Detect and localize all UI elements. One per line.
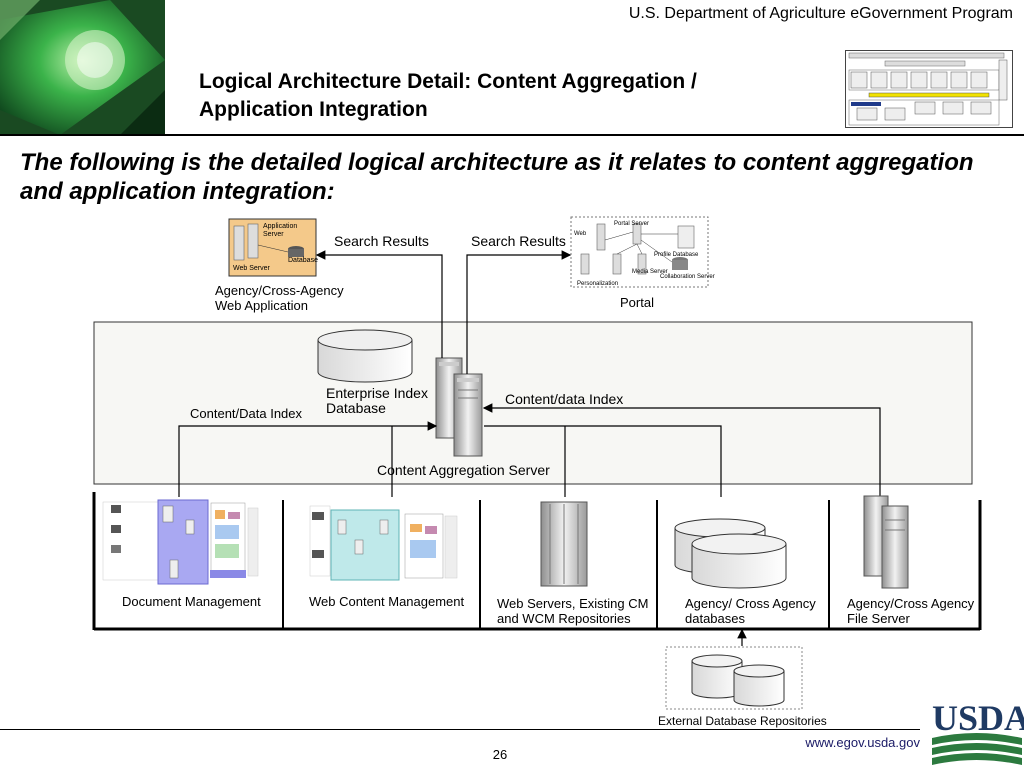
portal-server-label: Portal Server bbox=[614, 221, 650, 227]
agency-web-application-box bbox=[228, 218, 317, 277]
agency-app-label-2: Web Application bbox=[215, 298, 308, 313]
header-divider bbox=[0, 134, 1024, 136]
portal-label: Portal bbox=[620, 295, 654, 310]
file-server-label-2: File Server bbox=[847, 611, 910, 626]
web-content-management-label: Web Content Management bbox=[309, 594, 465, 609]
architecture-thumbnail bbox=[845, 50, 1013, 128]
footer-divider bbox=[0, 729, 920, 730]
footer-url-link[interactable]: www.egov.usda.gov bbox=[805, 735, 920, 750]
document-management-graphic bbox=[102, 499, 259, 585]
web-servers-label-2: and WCM Repositories bbox=[497, 611, 631, 626]
portal-web-label: Web bbox=[574, 231, 587, 237]
search-results-left: Search Results bbox=[334, 233, 429, 249]
portal-personalization-label: Personalization bbox=[577, 281, 619, 287]
title-line-2: Application Integration bbox=[199, 98, 428, 121]
page-number: 26 bbox=[492, 747, 508, 762]
intro-text: The following is the detailed logical ar… bbox=[20, 149, 974, 205]
usda-logo: USDA bbox=[928, 698, 1024, 768]
web-content-management-graphic bbox=[309, 505, 458, 581]
enterprise-index-database-icon bbox=[317, 329, 413, 383]
portal-media-server-label: Media Server bbox=[632, 269, 668, 275]
document-management-label: Document Management bbox=[122, 594, 261, 609]
external-database-icon bbox=[691, 654, 785, 707]
app-database-label: Database bbox=[288, 257, 318, 264]
content-aggregation-server-icon bbox=[435, 357, 483, 457]
header-globe-image bbox=[0, 0, 165, 135]
agency-app-label-1: Agency/Cross-Agency bbox=[215, 283, 344, 298]
svg-text:USDA: USDA bbox=[932, 698, 1024, 738]
title-line-1: Logical Architecture Detail: Content Agg… bbox=[199, 70, 697, 93]
content-data-index-right: Content/data Index bbox=[505, 391, 624, 407]
web-servers-label-1: Web Servers, Existing CM bbox=[497, 596, 649, 611]
enterprise-index-label-2: Database bbox=[326, 400, 386, 416]
app-server-label: Application Server bbox=[263, 223, 298, 238]
agency-databases-icon bbox=[674, 518, 787, 589]
external-db-label: External Database Repositories bbox=[658, 714, 827, 728]
slide-title: Logical Architecture Detail: Content Agg… bbox=[199, 68, 799, 124]
app-web-server-label: Web Server bbox=[233, 265, 270, 272]
content-aggregation-server-label: Content Aggregation Server bbox=[377, 462, 550, 478]
content-data-index-left: Content/Data Index bbox=[190, 406, 303, 421]
search-results-right: Search Results bbox=[471, 233, 566, 249]
file-server-label-1: Agency/Cross Agency bbox=[847, 596, 975, 611]
portal-box bbox=[570, 216, 709, 288]
aggregation-region bbox=[93, 321, 973, 485]
agency-db-label-1: Agency/ Cross Agency bbox=[685, 596, 816, 611]
agency-db-label-2: databases bbox=[685, 611, 745, 626]
portal-profile-db-label: Profile Database bbox=[654, 252, 699, 258]
web-server-rack-icon bbox=[540, 501, 588, 587]
portal-collaboration-label: Collaboration Server bbox=[660, 274, 715, 280]
enterprise-index-label-1: Enterprise Index bbox=[326, 385, 428, 401]
file-server-icon bbox=[863, 495, 909, 589]
org-name: U.S. Department of Agriculture eGovernme… bbox=[628, 5, 1013, 22]
